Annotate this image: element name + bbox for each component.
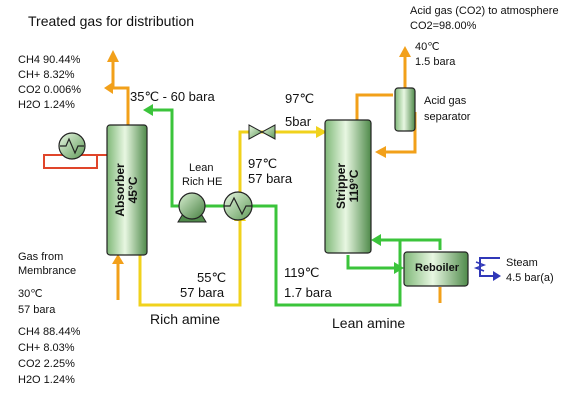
reboiler-vessel <box>403 251 469 287</box>
feed-h2o: H2O 1.24% <box>18 374 75 386</box>
he-outlet-temp: 97℃ <box>248 156 278 171</box>
valve-temp: 97℃ <box>285 91 315 106</box>
feed-temperature: 30℃ <box>18 288 43 300</box>
treated-ch4: CH4 90.44% <box>18 54 81 66</box>
acid-gas-temp: 40℃ <box>415 41 440 53</box>
feed-label-line1: Gas from <box>18 251 64 263</box>
lean-amine-pressure: 1.7 bara <box>284 285 332 300</box>
absorber-top-condition: 35℃ - 60 bara <box>130 89 215 104</box>
acid-gas-pressure: 1.5 bara <box>415 56 456 68</box>
stripper-name: Stripper <box>333 162 348 210</box>
lean-amine-temp: 119℃ <box>284 265 320 280</box>
absorber-cooler-loop <box>43 132 107 169</box>
absorber-name: Absorber <box>112 163 127 217</box>
he-label-line1: Lean <box>189 162 214 174</box>
reboiler-loop <box>346 234 442 274</box>
treated-h2o: H2O 1.24% <box>18 99 75 111</box>
steam-pressure: 4.5 bar(a) <box>506 272 554 284</box>
separator-label-line2: separator <box>424 111 471 123</box>
absorber-vessel <box>106 124 148 256</box>
steam-line <box>473 257 501 281</box>
treated-gas-arrow-up <box>107 50 119 88</box>
rich-amine-hot-line <box>238 126 327 200</box>
feed-co2: CO2 2.25% <box>18 358 75 370</box>
treated-co2: CO2 0.006% <box>18 84 81 96</box>
absorber-label: Absorber 45°C <box>107 125 147 255</box>
rich-amine-pressure: 57 bara <box>180 285 225 300</box>
feed-label-line2: Membrance <box>18 265 77 277</box>
acid-gas-line <box>399 46 411 88</box>
he-outlet-pressure: 57 bara <box>248 171 293 186</box>
valve-pressure: 5bar <box>285 114 312 129</box>
steam-label: Steam <box>506 257 538 269</box>
feed-ch4: CH4 88.44% <box>18 326 81 338</box>
rich-amine-label: Rich amine <box>150 311 221 327</box>
feed-ch: CH+ 8.03% <box>18 342 75 354</box>
feed-gas-line <box>112 254 124 300</box>
diagram-title: Treated gas for distribution <box>28 13 195 29</box>
absorber-temp: 45°C <box>126 176 140 204</box>
stripper-label: Stripper 119°C <box>325 120 371 253</box>
acid-gas-separator-vessel <box>394 87 416 132</box>
rich-amine-temp: 55℃ <box>197 270 227 285</box>
he-label-line2: Rich HE <box>182 176 223 188</box>
feed-pressure: 57 bara <box>18 304 56 316</box>
stripper-vessel <box>324 119 372 254</box>
treated-ch: CH+ 8.32% <box>18 69 75 81</box>
reboiler-name: Reboiler <box>415 262 460 274</box>
lean-amine-label: Lean amine <box>332 315 406 331</box>
valve-icon <box>248 124 276 140</box>
heat-exchanger-icon <box>223 191 253 221</box>
pump-icon <box>177 192 207 223</box>
separator-label-line1: Acid gas <box>424 95 467 107</box>
acid-gas-line1: Acid gas (CO2) to atmosphere <box>410 5 559 17</box>
treated-gas-line <box>104 82 130 125</box>
acid-gas-line2: CO2=98.00% <box>410 20 477 32</box>
stripper-temp: 119°C <box>347 169 361 203</box>
